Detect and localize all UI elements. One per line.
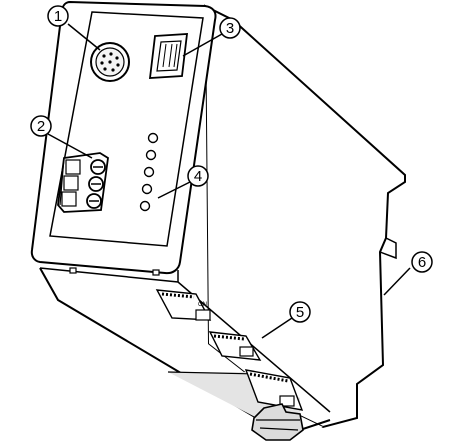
callout-1: 1	[47, 5, 69, 27]
callout-2: 2	[30, 115, 52, 137]
bottom-shade-line	[167, 371, 259, 375]
dip-switch-3	[244, 369, 304, 411]
callout-label: 4	[194, 168, 202, 185]
side-panel	[203, 4, 406, 429]
terminal-block	[57, 152, 109, 213]
callout-label: 2	[37, 118, 45, 135]
bottom-screw-left	[69, 267, 77, 274]
callout-6: 6	[411, 251, 433, 273]
callout-label: 3	[226, 20, 234, 37]
rail-clip	[251, 403, 304, 441]
callout-label: 1	[54, 8, 62, 25]
led-indicators	[139, 132, 159, 212]
callout-3: 3	[219, 17, 241, 39]
rectangular-connector	[148, 33, 189, 79]
dip-switch-1: ON	[155, 289, 212, 321]
svg-text:ON: ON	[198, 302, 207, 308]
callout-4: 4	[187, 165, 209, 187]
callout-5: 5	[289, 301, 311, 323]
round-connector	[90, 42, 130, 82]
dip-switch-2	[208, 331, 262, 361]
bottom-screw-right	[152, 269, 160, 276]
callout-label: 5	[296, 304, 304, 321]
din-rail-notch	[379, 237, 397, 260]
callout-label: 6	[418, 254, 426, 271]
leader-lines	[47, 23, 411, 339]
